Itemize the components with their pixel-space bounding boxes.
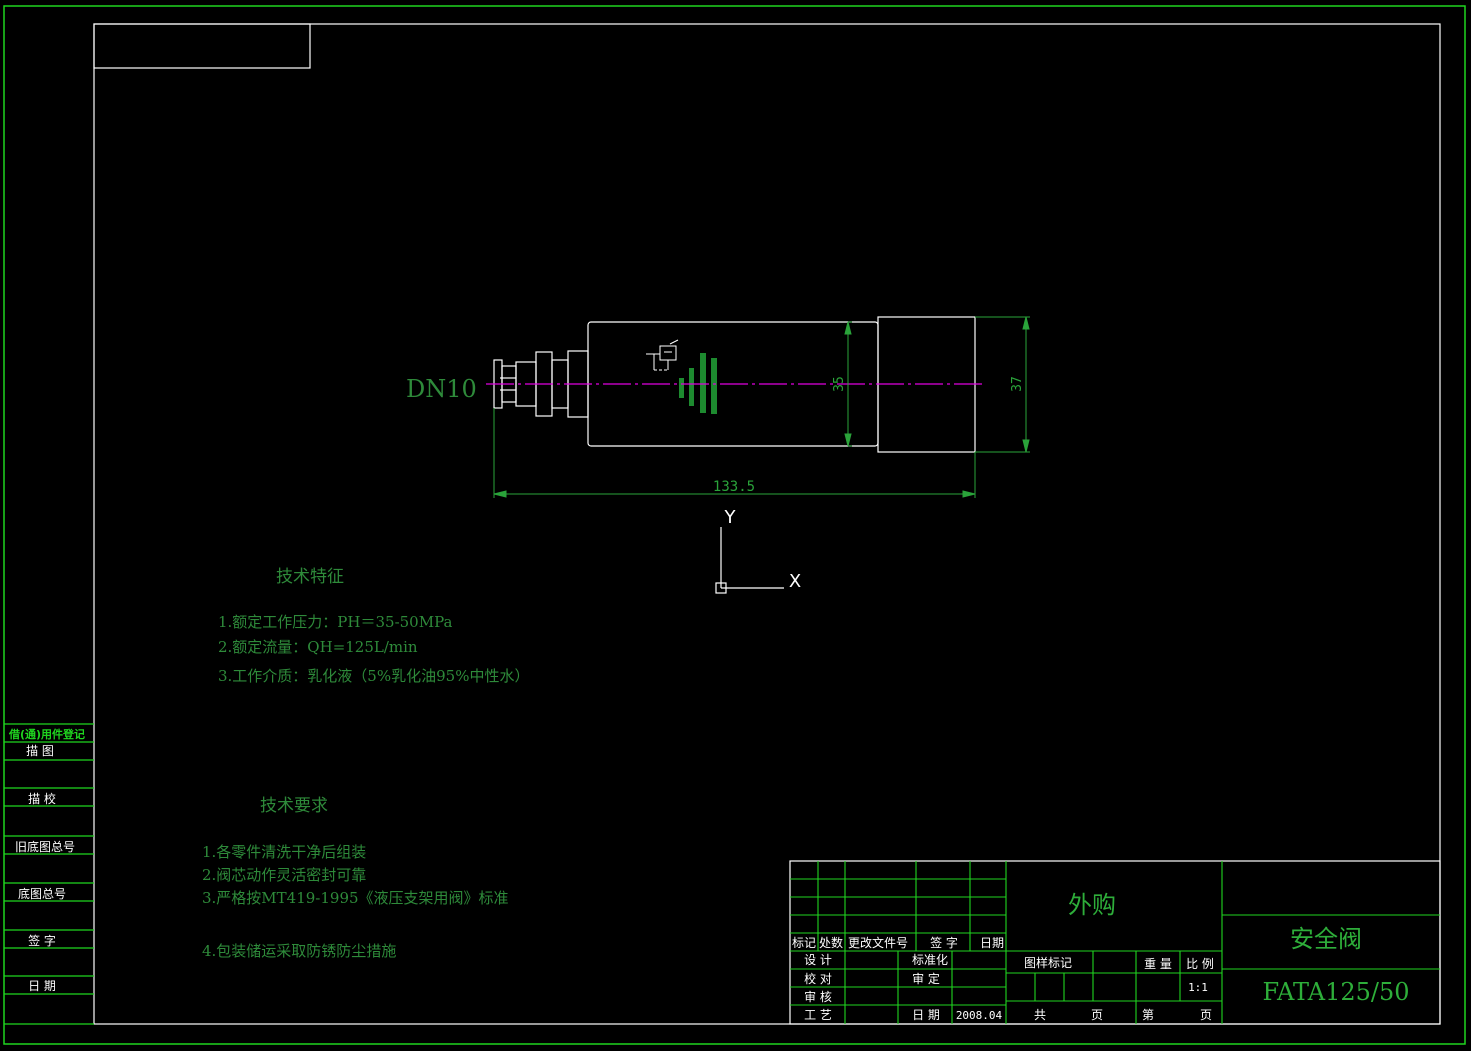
- approval-label: 审 定: [912, 971, 940, 986]
- sample-mark-label: 图样标记: [1024, 955, 1072, 970]
- rev-header: 处数: [819, 935, 843, 950]
- role-label: 审 核: [804, 989, 832, 1004]
- tech-features-title: 技术特征: [276, 567, 344, 587]
- tech-requirement-item: 3.严格按MT419-1995《液压支架用阀》标准: [202, 889, 509, 907]
- role-label: 设 计: [804, 953, 832, 967]
- drawing-number: FATA125/50: [1262, 978, 1409, 1006]
- length-dimension: [493, 408, 976, 498]
- standardization-label: 标准化: [912, 953, 948, 967]
- scale-label: 比 例: [1186, 957, 1214, 971]
- side-panel-row: 日 期: [28, 979, 56, 993]
- tech-requirement-item: 1.各零件清洗干净后组装: [202, 843, 366, 861]
- side-panel-row: 描 图: [26, 744, 54, 758]
- rev-header: 更改文件号: [848, 935, 908, 950]
- cap-diameter-value: 37: [1010, 376, 1025, 392]
- side-panel-header: 借(通)用件登记: [8, 727, 85, 741]
- date-label: 日 期: [912, 1008, 940, 1022]
- total-label: 共: [1034, 1008, 1046, 1022]
- ucs-axis-icon: [715, 527, 784, 594]
- relief-valve-symbol-icon: [646, 339, 679, 371]
- tech-feature-item: 1.额定工作压力：PH＝35-50MPa: [218, 613, 453, 631]
- sheet-label: 第: [1142, 1008, 1154, 1022]
- axis-y-label: Y: [724, 507, 737, 528]
- body-diameter-value: 35: [832, 376, 847, 392]
- nominal-size-label: DN10: [406, 375, 477, 403]
- tech-requirement-item: 4.包装储运采取防锈防尘措施: [202, 942, 396, 960]
- date-value: 2008.04: [956, 1009, 1003, 1022]
- corner-box: [93, 23, 311, 69]
- drawing-frame: [93, 23, 1441, 1025]
- rev-header: 日期: [980, 936, 1004, 950]
- length-dimension-value: 133.5: [713, 479, 755, 495]
- axis-x-label: X: [789, 571, 801, 592]
- cap-diameter-dimension: [975, 316, 1030, 453]
- scale-value: 1:1: [1188, 981, 1208, 994]
- body-marking: [679, 353, 717, 414]
- title-block-grid: [790, 861, 1440, 1024]
- role-label: 工 艺: [804, 1008, 832, 1022]
- tech-feature-item: 3.工作介质：乳化液（5%乳化油95%中性水）: [218, 667, 529, 685]
- side-panel-row: 签 字: [28, 933, 56, 948]
- weight-label: 重 量: [1144, 957, 1172, 971]
- sheet-unit-label: 页: [1200, 1008, 1212, 1022]
- side-panel-row: 旧底图总号: [15, 839, 75, 854]
- sheet-outer-border: [3, 5, 1466, 1045]
- role-label: 校 对: [804, 971, 832, 986]
- side-panel-row: 底图总号: [18, 886, 66, 901]
- tech-requirements-title: 技术要求: [260, 796, 328, 816]
- part-name: 安全阀: [1290, 925, 1362, 953]
- tech-requirement-item: 2.阀芯动作灵活密封可靠: [202, 866, 366, 884]
- side-panel-row: 描 校: [28, 791, 56, 806]
- procurement-label: 外购: [1068, 891, 1116, 919]
- title-block: [789, 860, 1441, 1025]
- tech-feature-item: 2.额定流量：QH=125L/min: [218, 638, 418, 656]
- rev-header: 签 字: [930, 935, 958, 950]
- page-unit-label: 页: [1091, 1008, 1103, 1022]
- side-panel: [4, 723, 94, 1025]
- body-diameter-dimension: [844, 321, 852, 447]
- rev-header: 标记: [792, 936, 816, 950]
